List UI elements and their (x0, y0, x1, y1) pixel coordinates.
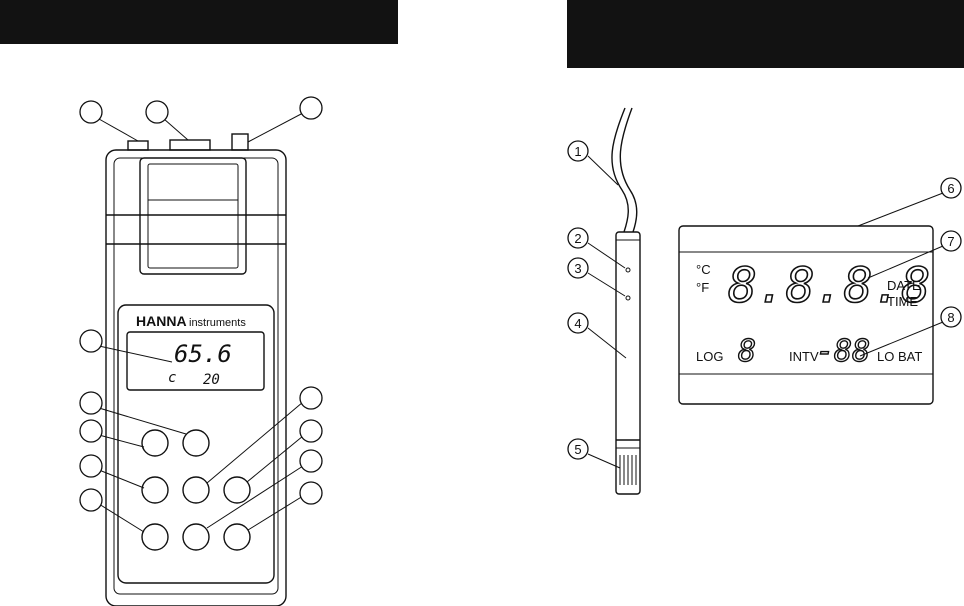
left-header-band (0, 0, 398, 44)
probe-callout-3-label: 3 (574, 261, 581, 276)
probe-indicator-2 (625, 295, 631, 301)
lcd-unit-f: °F (696, 280, 709, 295)
meter-callout-bubble (79, 419, 103, 443)
lcd-time-label: TIME (887, 294, 918, 309)
meter-callout-bubble (299, 449, 323, 473)
lcd-callout-8 (940, 306, 962, 328)
probe-illustration: 1 2 3 4 5 (567, 107, 641, 495)
meter-callout-bubble (299, 419, 323, 443)
lcd-log-digit: 8 (738, 334, 756, 369)
meter-callout-bubble (79, 488, 103, 512)
meter-illustration: HANNA instruments 65.6 c 20 (79, 96, 323, 606)
probe-indicator-1 (625, 267, 631, 273)
meter-lcd (126, 331, 265, 391)
meter-keypad (141, 429, 251, 551)
probe-body (615, 231, 641, 495)
lcd-log-label: LOG (696, 349, 723, 364)
meter-display-main: 65.6 (174, 340, 232, 368)
meter-brand: HANNA (136, 313, 187, 329)
meter-key[interactable] (182, 476, 210, 504)
probe-callout-2-label: 2 (574, 231, 581, 246)
probe-callout-2 (567, 227, 589, 249)
lcd-callout-6-label: 6 (947, 181, 954, 196)
probe-callout-4 (567, 312, 589, 334)
probe-callout-1-label: 1 (574, 144, 581, 159)
lcd-date-label: DATE (887, 278, 921, 293)
probe-callout-1 (567, 140, 589, 162)
meter-brand-sub: instruments (189, 317, 246, 329)
lcd-callout-7 (940, 230, 962, 252)
meter-connector-right (231, 133, 249, 151)
meter-callout-bubble (299, 96, 323, 120)
probe-callout-3 (567, 257, 589, 279)
lcd-unit-c: °C (696, 262, 711, 277)
meter-key[interactable] (141, 429, 169, 457)
lcd-intv-digits: -88 (816, 334, 870, 369)
meter-key[interactable] (223, 476, 251, 504)
meter-callout-bubble (79, 454, 103, 478)
meter-key[interactable] (141, 476, 169, 504)
lcd-intv-label: INTV (789, 349, 819, 364)
lcd-main-digits: 8.8.8.8 (728, 258, 930, 314)
meter-body (105, 149, 287, 606)
lcd-lobat-label: LO BAT (877, 349, 922, 364)
lcd-callout-8-label: 8 (947, 310, 954, 325)
meter-key[interactable] (223, 523, 251, 551)
meter-display-unit: c (168, 370, 176, 386)
probe-cable (611, 107, 629, 233)
meter-connector-left (127, 140, 149, 151)
probe-callout-5-label: 5 (574, 442, 581, 457)
meter-clip (139, 157, 247, 275)
meter-callout-bubble (299, 481, 323, 505)
lcd-illustration: °C °F 8.8.8.8 DATE TIME LOG 8 INTV -88 L… (678, 177, 962, 405)
meter-callout-bubble (79, 100, 103, 124)
probe-callout-4-label: 4 (574, 316, 581, 331)
meter-key[interactable] (182, 523, 210, 551)
lcd-callout-7-label: 7 (947, 234, 954, 249)
probe-sensor-tip (619, 455, 637, 485)
meter-callout-bubble (145, 100, 169, 124)
meter-connector-middle (169, 139, 211, 151)
probe-callout-5 (567, 438, 589, 460)
right-header-band (567, 0, 964, 68)
meter-callout-bubble (79, 391, 103, 415)
meter-callouts (79, 96, 323, 533)
lcd-bezel (678, 225, 934, 405)
meter-key[interactable] (182, 429, 210, 457)
meter-display-small: 20 (203, 372, 220, 388)
meter-callout-bubble (299, 386, 323, 410)
meter-front-panel (117, 304, 275, 584)
meter-callout-bubble (79, 329, 103, 353)
meter-key[interactable] (141, 523, 169, 551)
lcd-callout-6 (940, 177, 962, 199)
